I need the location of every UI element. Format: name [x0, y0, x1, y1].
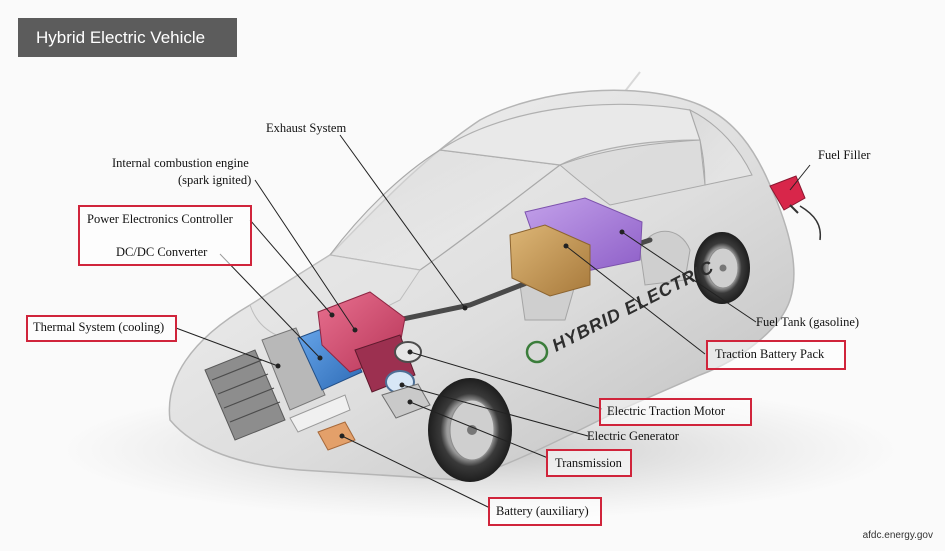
rear-wheel — [694, 232, 750, 304]
front-grille — [204, 349, 286, 441]
front-wheel — [428, 378, 512, 482]
grille-slats — [211, 359, 281, 423]
hybrid-logo-swirl — [525, 340, 549, 364]
headlight — [289, 394, 351, 433]
label-internal-combustion-engine: Internal combustion engine — [112, 156, 249, 170]
label-fuel-tank: Fuel Tank (gasoline) — [756, 315, 860, 329]
label-fuel-filler: Fuel Filler — [818, 148, 871, 162]
label-traction-battery-pack: Traction Battery Pack — [715, 347, 825, 361]
label-spark-ignited: (spark ignited) — [178, 173, 252, 187]
label-battery-auxiliary: Battery (auxiliary) — [496, 504, 589, 518]
fuel-nozzle-icon — [769, 175, 822, 241]
label-power-electronics-controller: Power Electronics Controller — [87, 212, 233, 226]
highlight-box-transmission — [546, 449, 632, 477]
label-transmission: Transmission — [555, 456, 622, 470]
rear-window — [689, 109, 753, 186]
highlight-box-controller-group — [78, 205, 252, 266]
label-dcdc-converter: DC/DC Converter — [116, 245, 208, 259]
leader-lines — [175, 134, 811, 509]
highlight-box-thermal — [26, 315, 177, 342]
highlight-box-aux-battery — [488, 497, 602, 526]
highlight-box-traction-battery — [706, 340, 846, 370]
aux-battery-shape — [317, 421, 356, 451]
transmission-shape — [381, 383, 431, 419]
side-window — [559, 139, 706, 206]
highlight-box-traction-motor — [599, 398, 752, 426]
radiator-shape — [261, 327, 326, 411]
traction-battery-shape — [509, 224, 591, 297]
diagram-title: Hybrid Electric Vehicle — [18, 18, 237, 57]
label-exhaust-system: Exhaust System — [266, 121, 347, 135]
label-electric-generator: Electric Generator — [587, 429, 679, 443]
source-credit: afdc.energy.gov — [862, 530, 933, 541]
leader-dots — [275, 229, 625, 439]
label-thermal-system: Thermal System (cooling) — [33, 320, 165, 334]
label-electric-traction-motor: Electric Traction Motor — [607, 404, 726, 418]
